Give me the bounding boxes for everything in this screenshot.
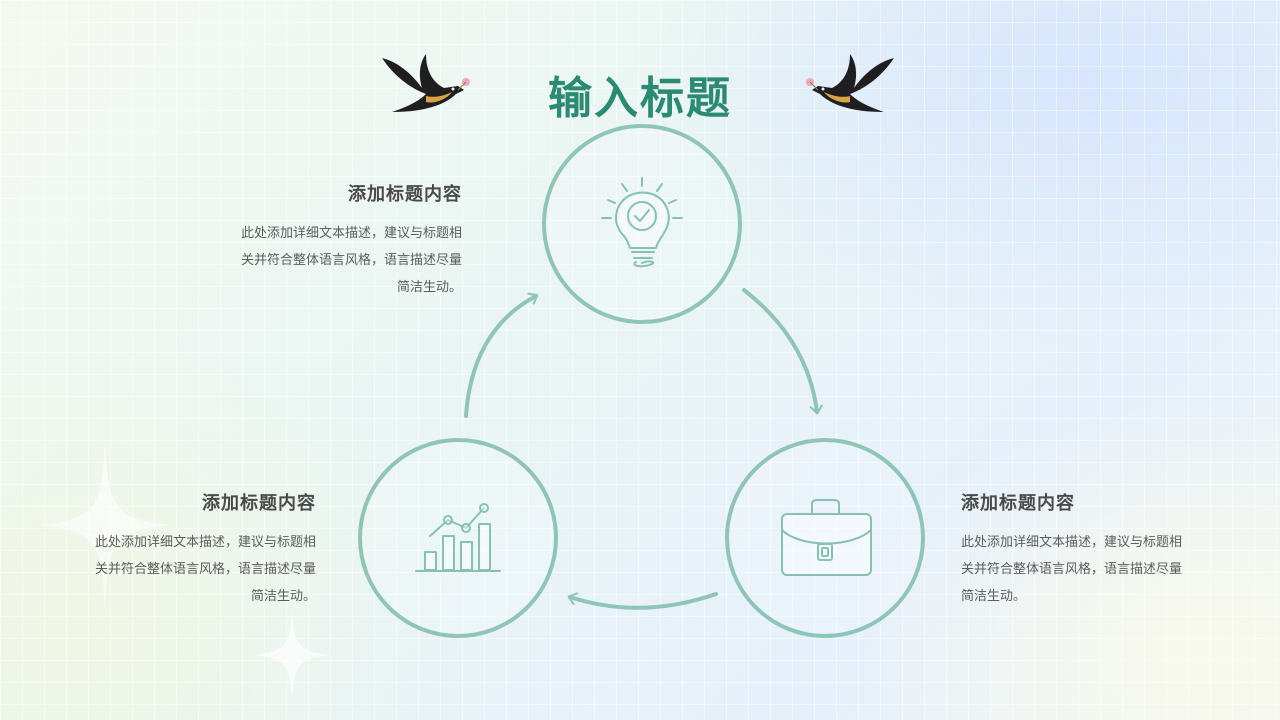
info-block-top-left: 添加标题内容 此处添加详细文本描述，建议与标题相关并符合整体语言风格，语言描述尽… bbox=[236, 180, 462, 301]
info-block-heading: 添加标题内容 bbox=[961, 493, 1075, 514]
swallow-bird-left-icon bbox=[382, 54, 470, 112]
arrow-top-to-right bbox=[742, 288, 823, 415]
cycle-node-right bbox=[725, 438, 925, 638]
lightbulb-icon bbox=[601, 177, 683, 268]
arrow-right-to-left bbox=[567, 592, 718, 610]
info-block-heading: 添加标题内容 bbox=[202, 493, 316, 514]
swallow-bird-right-icon bbox=[806, 54, 894, 112]
info-block-heading: 添加标题内容 bbox=[348, 184, 462, 205]
cycle-node-top bbox=[542, 124, 742, 324]
info-block-bottom-right: 添加标题内容 此处添加详细文本描述，建议与标题相关并符合整体语言风格，语言描述尽… bbox=[961, 489, 1187, 610]
info-block-body: 此处添加详细文本描述，建议与标题相关并符合整体语言风格，语言描述尽量简洁生动。 bbox=[94, 535, 316, 604]
cycle-node-left bbox=[358, 438, 558, 638]
info-block-bottom-left: 添加标题内容 此处添加详细文本描述，建议与标题相关并符合整体语言风格，语言描述尽… bbox=[90, 489, 316, 610]
arrow-left-to-top bbox=[464, 292, 539, 418]
info-block-body: 此处添加详细文本描述，建议与标题相关并符合整体语言风格，语言描述尽量简洁生动。 bbox=[961, 535, 1183, 604]
slide-title: 输入标题 bbox=[548, 73, 732, 124]
info-block-body: 此处添加详细文本描述，建议与标题相关并符合整体语言风格，语言描述尽量简洁生动。 bbox=[240, 226, 462, 295]
briefcase-icon bbox=[781, 499, 872, 576]
bar-chart-icon bbox=[415, 503, 501, 572]
